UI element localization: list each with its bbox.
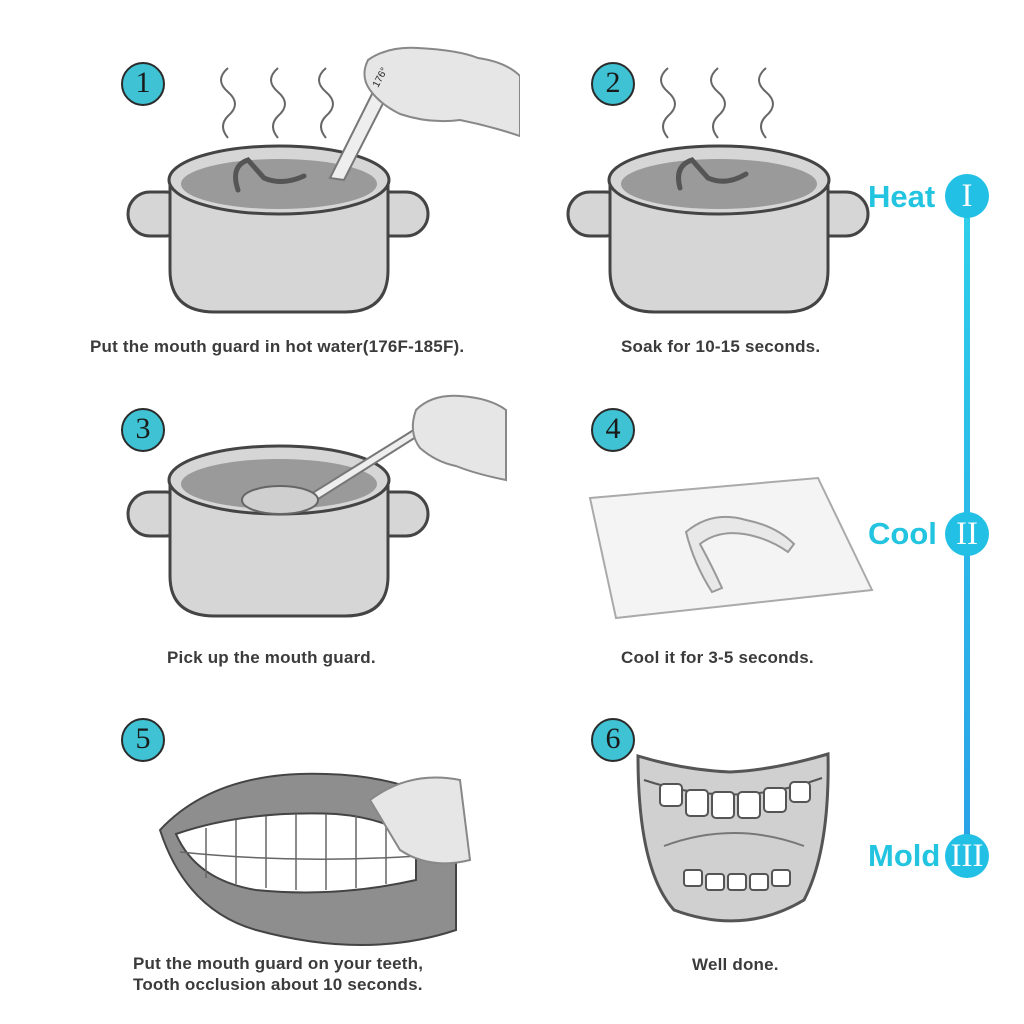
stage-cool-label: Cool bbox=[868, 516, 937, 551]
step-6-badge: 6 bbox=[591, 718, 635, 762]
step-1-pot-illustration: 176° bbox=[126, 46, 520, 314]
step-6-caption: Well done. bbox=[692, 955, 779, 974]
stage-mold-numeral: III bbox=[945, 834, 989, 878]
step-4-paper-illustration bbox=[588, 476, 874, 620]
step-4-caption: Cool it for 3-5 seconds. bbox=[621, 648, 814, 667]
stage-cool-numeral: II bbox=[945, 512, 989, 556]
step-3-pot-illustration bbox=[126, 394, 507, 618]
step-3-caption: Pick up the mouth guard. bbox=[167, 648, 376, 667]
step-5-teeth-illustration bbox=[158, 772, 472, 946]
stage-heat-numeral: I bbox=[945, 174, 989, 218]
step-5-badge: 5 bbox=[121, 718, 165, 762]
stage-heat-label: Heat bbox=[868, 179, 936, 214]
stage-mold-label: Mold bbox=[868, 838, 941, 873]
step-2-badge: 2 bbox=[591, 62, 635, 106]
step-5-caption-line1: Put the mouth guard on your teeth, bbox=[133, 954, 424, 973]
step-5-caption-line2: Tooth occlusion about 10 seconds. bbox=[133, 975, 423, 994]
step-2-caption: Soak for 10-15 seconds. bbox=[621, 337, 821, 356]
step-2-pot-illustration bbox=[566, 67, 870, 314]
step-1-caption: Put the mouth guard in hot water(176F-18… bbox=[90, 337, 465, 356]
step-6-mouth-illustration bbox=[636, 752, 830, 923]
step-1-badge: 1 bbox=[121, 62, 165, 106]
step-3-badge: 3 bbox=[121, 408, 165, 452]
step-4-badge: 4 bbox=[591, 408, 635, 452]
